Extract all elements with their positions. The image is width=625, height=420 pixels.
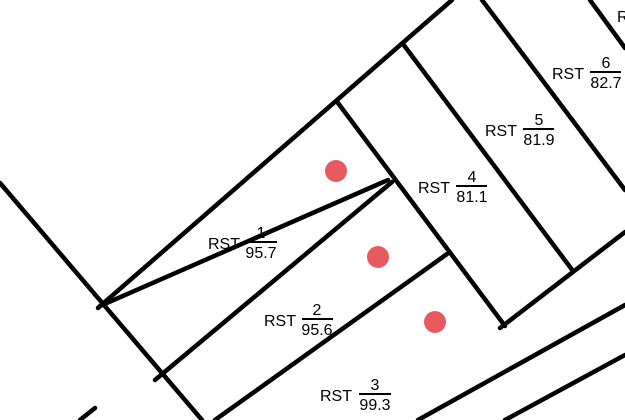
lot-3-value: 99.3 (359, 397, 390, 414)
lot-6-value: 82.7 (590, 75, 621, 92)
lot-3-prefix: RST (320, 388, 352, 405)
lot-5[interactable]: RST 5 81.9 (485, 112, 555, 149)
lot-5-prefix: RST (485, 123, 517, 140)
lot-3-number: 3 (371, 377, 380, 394)
lot-6-number: 6 (602, 55, 611, 72)
lot-3[interactable]: RST 3 99.3 (320, 377, 391, 414)
lot-6[interactable]: RST 6 82.7 (552, 55, 622, 92)
lot-4-value: 81.1 (456, 189, 487, 206)
lot-5-value: 81.9 (523, 132, 554, 149)
lot-4-prefix: RST (418, 180, 450, 197)
lot-6-prefix: RST (552, 66, 584, 83)
edge-lot-label: R (617, 9, 625, 26)
lot-1-number: 1 (257, 225, 266, 242)
lot-4-number: 4 (468, 169, 477, 186)
lot-1-prefix: RST (208, 236, 240, 253)
lot-markers (325, 160, 446, 333)
lot-4[interactable]: RST 4 81.1 (418, 169, 488, 206)
lot-2-prefix: RST (264, 313, 296, 330)
lot-5-number: 5 (535, 112, 544, 129)
lot-labels: RST 1 95.7 RST 2 95.6 RST 3 99.3 RST 4 8… (208, 9, 625, 414)
lot-2-value: 95.6 (301, 322, 332, 339)
lot-1-marker[interactable] (325, 160, 347, 182)
lot-3-marker[interactable] (424, 311, 446, 333)
lot-1[interactable]: RST 1 95.7 (208, 225, 277, 262)
lot-2-marker[interactable] (367, 246, 389, 268)
lot-2-number: 2 (313, 302, 322, 319)
lot-1-value: 95.7 (245, 245, 276, 262)
lot-2[interactable]: RST 2 95.6 (264, 302, 333, 339)
